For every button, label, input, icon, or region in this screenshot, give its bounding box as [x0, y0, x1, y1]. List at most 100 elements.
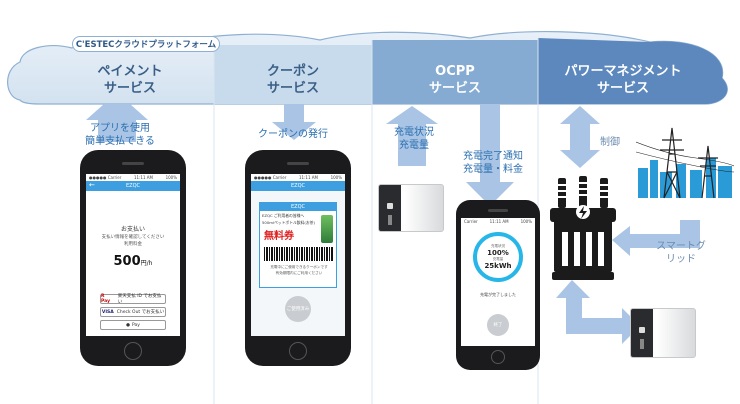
- pay-option-visa[interactable]: VISA Check Out でお支払い: [100, 307, 166, 317]
- label-charge-complete: 充電完了通知 充電量・料金: [448, 150, 538, 176]
- service-power-management: パワーマネジメント サービス: [538, 58, 708, 102]
- pay-option-label: Pay: [132, 322, 140, 328]
- label-charge-status-line2: 充電量: [399, 140, 429, 151]
- band-ocpp: [372, 40, 538, 104]
- battery-indicator: [639, 327, 645, 333]
- status-time: 11:11 AM: [298, 175, 318, 180]
- phone-payment: ●●●●● Carrier 11:11 AM 100% ← EZQC お支払い …: [80, 150, 186, 366]
- price-value: 500: [113, 254, 141, 269]
- arrow-coupon-down: [272, 104, 316, 140]
- phone-coupon: ●●●●● Carrier 11:11 AM 100% EZQC EZQC EZ…: [245, 150, 351, 366]
- phone-speaker: [122, 162, 144, 165]
- band-power: [538, 38, 728, 104]
- gauge-label2: 充電量: [492, 257, 504, 261]
- phone-ocpp: Carrier 11:11 AM 100% 充電状況 100% 充電量 25kW…: [456, 200, 540, 370]
- service-payment-line2: サービス: [103, 81, 156, 96]
- coupon-note1: 充電中にご使用できるクーポンです: [270, 265, 328, 269]
- service-payment-line1: ペイメント: [97, 64, 163, 79]
- label-payment-line1: アプリを使用: [90, 123, 150, 134]
- app-header: ← EZQC: [86, 181, 180, 191]
- service-ocpp: OCPP サービス: [372, 58, 538, 102]
- ev-charger-unit: [378, 184, 444, 232]
- transformer-icon: [550, 176, 616, 280]
- arrow-status-up: [386, 106, 438, 166]
- label-control: 制御: [600, 137, 620, 148]
- visa-logo: VISA: [101, 309, 114, 315]
- status-battery: 100%: [520, 219, 532, 224]
- back-arrow-icon[interactable]: ←: [89, 181, 95, 189]
- service-coupon: クーポン サービス: [214, 58, 372, 102]
- status-time: 11:11 AM: [489, 219, 509, 224]
- status-bar: ●●●●● Carrier 11:11 AM 100%: [86, 174, 180, 181]
- app-title: EZQC: [290, 183, 305, 189]
- label-charge-complete-line2: 充電量・料金: [463, 164, 523, 175]
- band-coupon: [214, 45, 372, 104]
- price-display: 500円/h: [86, 250, 180, 269]
- service-power-line2: サービス: [596, 81, 649, 96]
- battery-storage-unit: [630, 308, 696, 358]
- service-coupon-line2: サービス: [266, 81, 319, 96]
- status-carrier: ●●●●● Carrier: [89, 175, 122, 180]
- phone-speaker: [488, 209, 508, 212]
- charger-front-panel: [379, 185, 401, 231]
- rakuten-pay-logo: R Pay: [101, 294, 111, 304]
- phone-coupon-screen: ●●●●● Carrier 11:11 AM 100% EZQC EZQC EZ…: [251, 174, 345, 336]
- charge-gauge: 充電状況 100% 充電量 25kWh: [473, 232, 523, 282]
- service-coupon-line1: クーポン: [266, 64, 319, 79]
- arrow-complete-down: [466, 104, 514, 206]
- coupon-free-label: 無料券: [264, 231, 294, 242]
- apple-icon: ●: [126, 322, 130, 328]
- label-charge-complete-line1: 充電完了通知: [463, 151, 523, 162]
- coupon-used-button[interactable]: ご使用済み: [285, 296, 311, 322]
- home-button[interactable]: [124, 342, 142, 360]
- gauge-value2: 25kWh: [484, 262, 512, 270]
- price-unit: 円/h: [140, 260, 153, 267]
- label-smartgrid-line1: スマートグ: [656, 241, 706, 252]
- payment-heading: お支払い: [120, 226, 145, 233]
- pay-option-rakuten[interactable]: R Pay 楽天支払 ID でお支払い: [100, 294, 166, 305]
- status-carrier: Carrier: [464, 219, 478, 224]
- service-ocpp-line2: サービス: [428, 81, 481, 96]
- coupon-brand: EZQC: [260, 203, 336, 211]
- service-payment: ペイメント サービス: [60, 58, 200, 102]
- arrow-payment-up: [86, 104, 148, 142]
- gauge-value1: 100%: [487, 249, 509, 257]
- barcode: [264, 247, 334, 261]
- label-charge-status: 充電状況 充電量: [384, 126, 444, 152]
- coupon-card: EZQC EZQC ご利用者の皆様へ 500mlペットボトル飲料(お茶) 無料券…: [259, 202, 337, 288]
- home-button[interactable]: [491, 350, 505, 364]
- coupon-note2: 有効期限内にご利用ください: [275, 271, 323, 275]
- payment-sub2: 利用料金: [124, 242, 142, 247]
- status-carrier: ●●●●● Carrier: [254, 175, 287, 180]
- coupon-line2: 500mlペットボトル飲料(お茶): [262, 220, 315, 225]
- battery-port: [640, 339, 644, 349]
- status-time: 11:11 AM: [133, 175, 153, 180]
- charge-done-text: 充電が完了しました: [480, 292, 516, 297]
- arrow-smartgrid-horizontal: [612, 220, 700, 256]
- status-bar: Carrier 11:11 AM 100%: [461, 218, 535, 225]
- payment-sub1: 支払い情報を確認してください: [101, 235, 165, 240]
- battery-front-panel: [631, 309, 653, 357]
- end-charge-button[interactable]: 終了: [487, 314, 509, 336]
- label-smartgrid: スマートグ リッド: [646, 240, 716, 266]
- coupon-line1: EZQC ご利用者の皆様へ: [262, 213, 305, 218]
- status-battery: 100%: [330, 175, 342, 180]
- label-charge-status-line1: 充電状況: [394, 127, 434, 138]
- arrow-battery-connection: [556, 280, 640, 344]
- app-title: EZQC: [125, 183, 140, 189]
- charger-indicator: [387, 203, 393, 209]
- drink-bottle-icon: [321, 215, 333, 243]
- pay-option-label: Check Out でお支払い: [116, 310, 165, 315]
- phone-payment-screen: ●●●●● Carrier 11:11 AM 100% ← EZQC お支払い …: [86, 174, 180, 336]
- pay-option-apple[interactable]: ● Pay: [100, 320, 166, 330]
- label-smartgrid-line2: リッド: [666, 254, 696, 265]
- platform-label: C'ESTECクラウドプラットフォーム: [72, 36, 220, 52]
- service-power-line1: パワーマネジメント: [564, 64, 682, 79]
- gauge-label1: 充電状況: [491, 244, 505, 248]
- power-grid-icon: [636, 127, 734, 199]
- status-bar: ●●●●● Carrier 11:11 AM 100%: [251, 174, 345, 181]
- home-button[interactable]: [289, 342, 307, 360]
- app-header: EZQC: [251, 181, 345, 191]
- phone-speaker: [287, 162, 309, 165]
- service-ocpp-line1: OCPP: [435, 64, 475, 79]
